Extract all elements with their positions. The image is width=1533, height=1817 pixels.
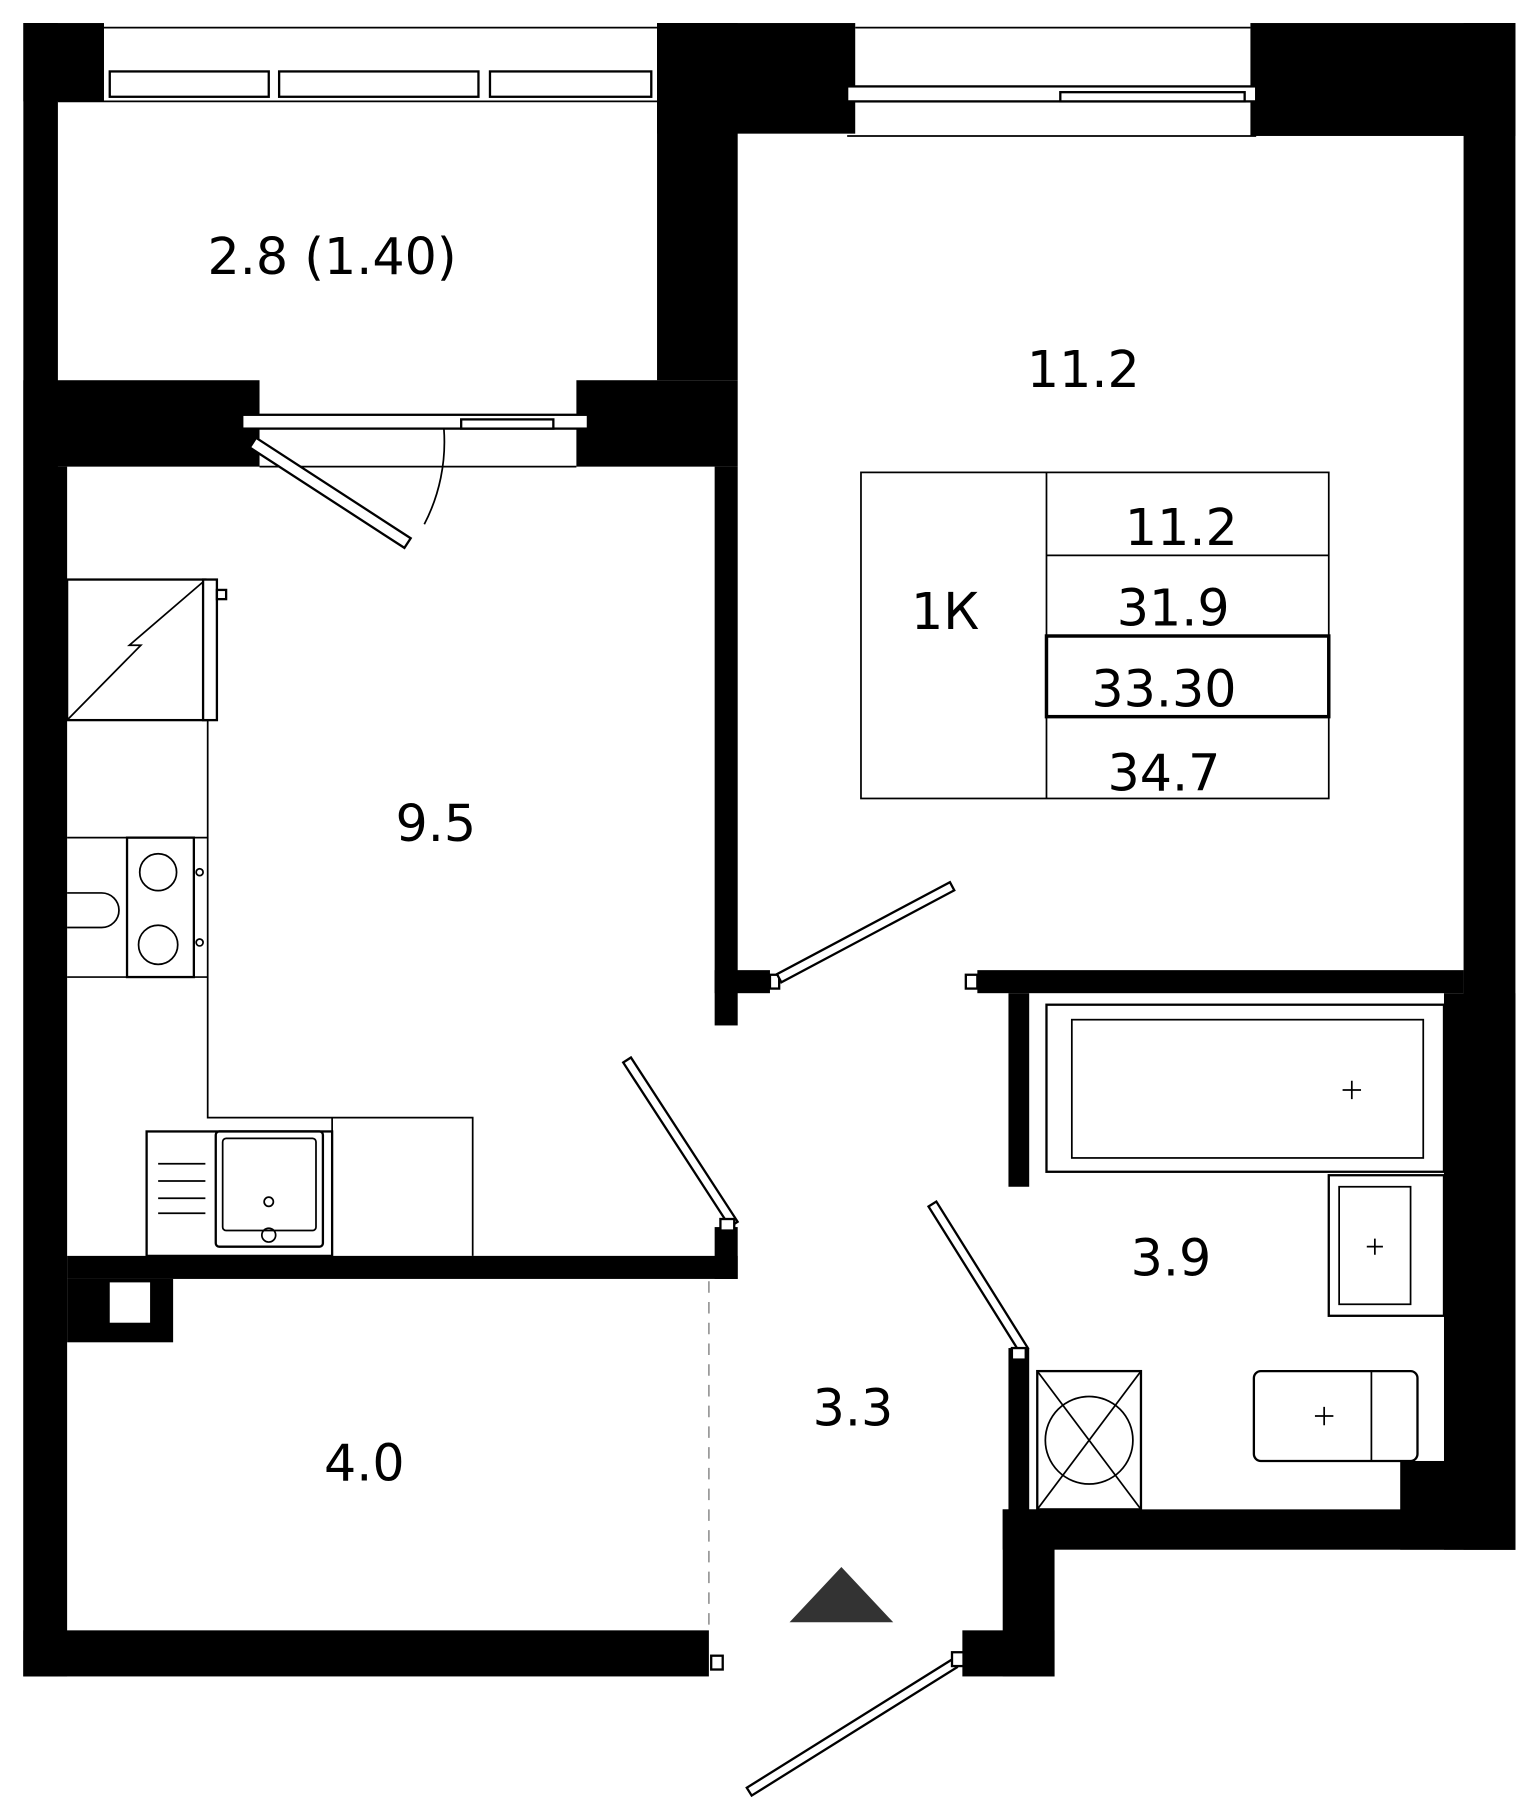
total-area-without-balcony: 31.9 <box>1117 579 1230 638</box>
room-area-hallway: 3.3 <box>813 1378 894 1437</box>
total-area-with-balcony-coef: 33.30 <box>1091 659 1236 718</box>
room-area-storage: 4.0 <box>324 1434 405 1493</box>
summary-table: 1К 11.2 31.9 33.30 34.7 <box>860 471 1331 802</box>
bathroom-door[interactable] <box>926 1200 1030 1361</box>
stove <box>67 836 204 979</box>
living-area: 11.2 <box>1125 498 1238 557</box>
apartment-type: 1К <box>911 582 979 641</box>
entrance-door[interactable] <box>710 1651 965 1798</box>
ventilation-unit <box>1036 1369 1143 1511</box>
kitchen-sink <box>145 1117 334 1258</box>
washbasin <box>1327 1174 1446 1317</box>
bathtub <box>1045 1003 1446 1173</box>
room-window <box>846 26 1258 137</box>
room-area-bathroom: 3.9 <box>1131 1228 1212 1287</box>
fridge <box>65 578 228 722</box>
balcony-window <box>57 26 658 103</box>
toilet <box>1252 1369 1419 1463</box>
total-area-with-balcony: 34.7 <box>1108 743 1221 802</box>
room-area-balcony: 2.8 (1.40) <box>208 227 457 286</box>
room-door[interactable] <box>768 880 979 990</box>
walls <box>23 23 1516 1677</box>
entrance-arrow-icon <box>789 1566 894 1623</box>
room-area-living-room: 11.2 <box>1027 340 1140 399</box>
ventilation-shaft <box>109 1282 151 1323</box>
kitchen-counter <box>206 720 474 1256</box>
balcony-door[interactable] <box>241 413 590 550</box>
kitchen-door[interactable] <box>621 1055 740 1232</box>
room-area-kitchen: 9.5 <box>396 794 477 853</box>
